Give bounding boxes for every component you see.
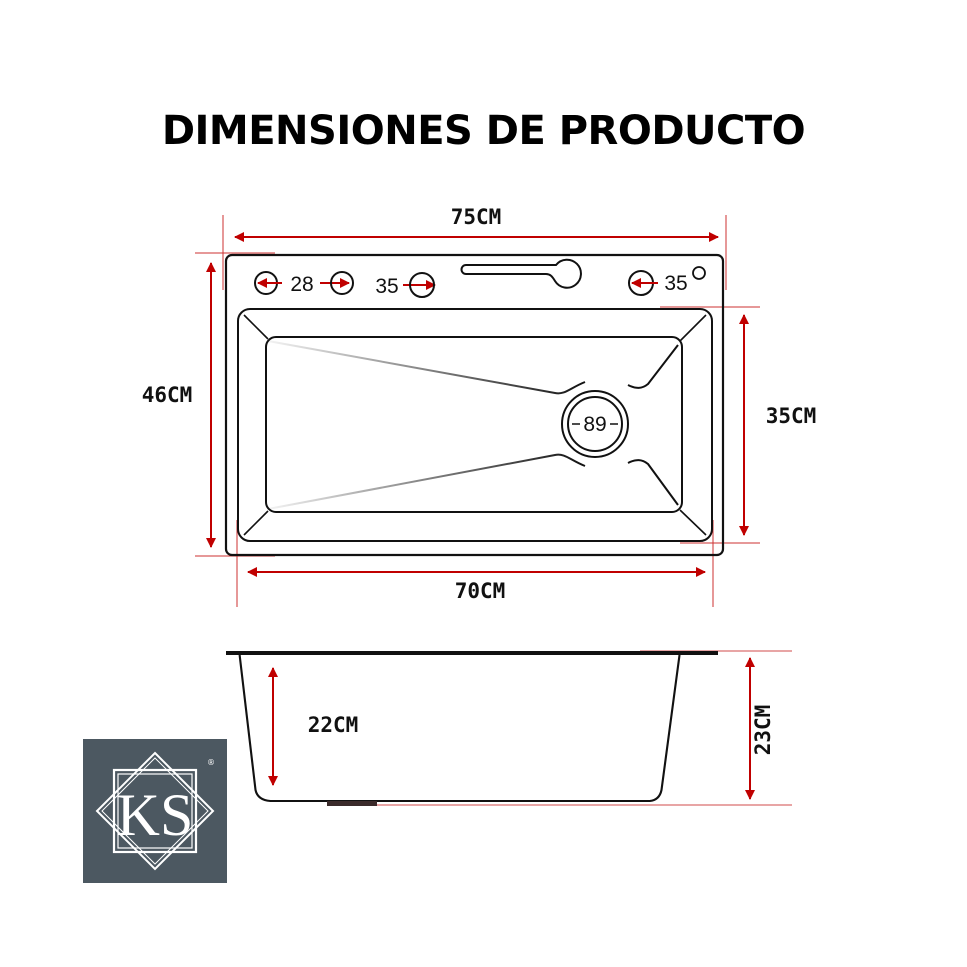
dimension-label-22cm: 22CM bbox=[308, 713, 359, 737]
dimension-label-70cm: 70CM bbox=[455, 579, 506, 603]
bowl-profile bbox=[238, 654, 681, 802]
drain-label: 89 bbox=[583, 413, 606, 436]
drain: 89 bbox=[561, 390, 629, 458]
dimension-label-23cm: 23CM bbox=[751, 705, 775, 756]
logo-monogram: KS bbox=[117, 782, 194, 848]
side-view: 22CM 23CM bbox=[226, 650, 792, 806]
logo-registered-mark: ® bbox=[207, 758, 215, 767]
bowl-outer-edge bbox=[237, 308, 713, 542]
hole-label-28: 28 bbox=[290, 273, 313, 296]
dimension-label-35cm: 35CM bbox=[766, 404, 817, 428]
accessory-slot bbox=[460, 258, 582, 289]
hole-35-right: 35 bbox=[628, 266, 706, 296]
faucet-hole-28: 28 bbox=[254, 271, 354, 296]
hole-35-left: 35 bbox=[375, 272, 436, 298]
sink-outer-rim bbox=[224, 253, 725, 557]
drain-outlet bbox=[327, 801, 377, 806]
bowl-inner-edge bbox=[265, 336, 683, 513]
dimension-label-46cm: 46CM bbox=[142, 383, 193, 407]
hole-label-35-right: 35 bbox=[664, 272, 687, 295]
brand-logo: ® KS bbox=[83, 739, 227, 883]
top-view: 75CM 46CM 35CM 70CM bbox=[142, 205, 817, 607]
hole-label-35-left: 35 bbox=[375, 275, 398, 298]
page-title: DIMENSIONES DE PRODUCTO bbox=[161, 108, 806, 154]
dimension-label-75cm: 75CM bbox=[451, 205, 502, 229]
